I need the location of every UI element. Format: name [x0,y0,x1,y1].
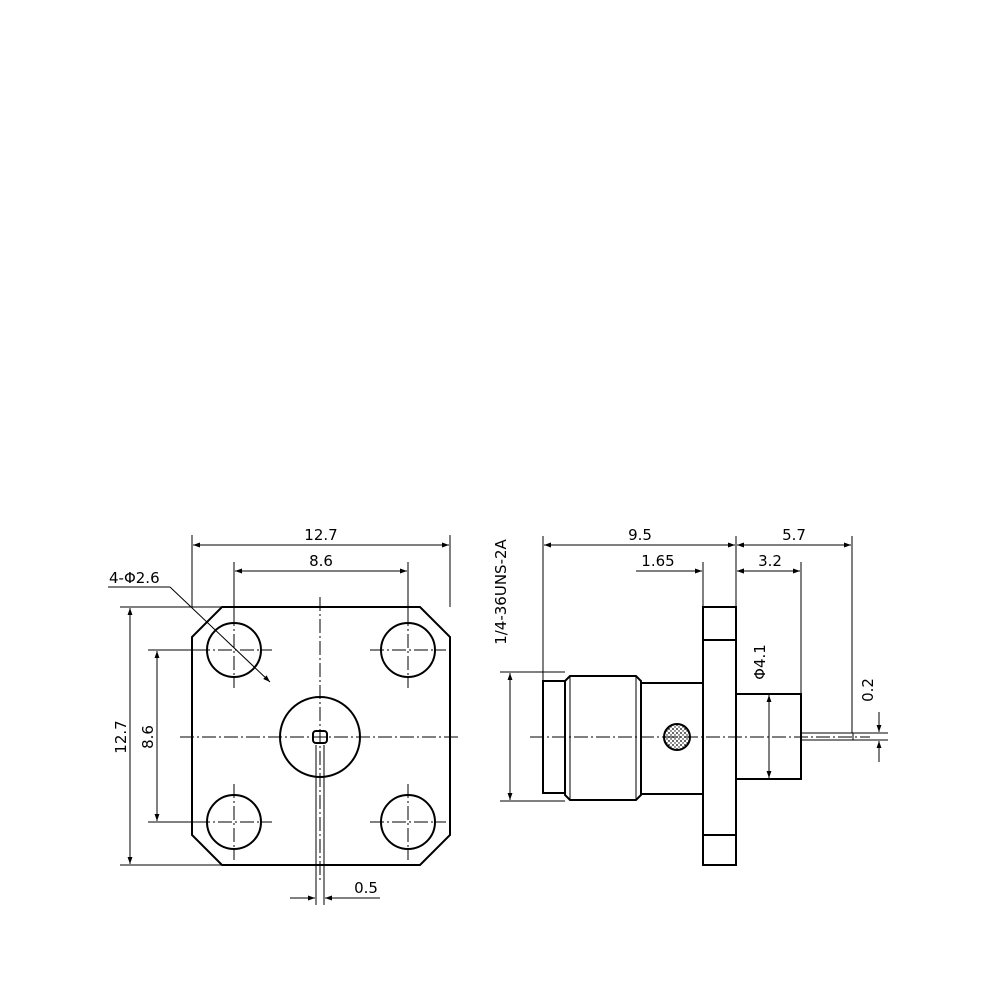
dim-length-front: 9.5 [542,526,737,681]
dim-flange-thickness: 1.65 [636,552,760,607]
flange-outline [191,606,451,866]
dim-label: 8.6 [139,725,157,749]
dim-hole-spacing-x: 8.6 [233,552,409,618]
thread-body [564,675,642,801]
dim-label: 3.2 [758,552,782,570]
dim-label: 0.5 [354,879,378,897]
dim-thread: 1/4-36UNS-2A [492,538,565,802]
dim-label: 9.5 [628,526,652,544]
dim-hole-spacing-y: 8.6 [139,649,210,823]
hole-callout: 4-Φ2.6 [108,569,271,683]
front-view: 12.7 8.6 4-Φ2.6 12.7 8.6 [108,526,460,905]
thread-spec-label: 1/4-36UNS-2A [492,538,510,644]
dim-label: 5.7 [782,526,806,544]
dim-label: 12.7 [112,720,130,753]
side-view: 1/4-36UNS-2A 9.5 1.65 5.7 3.2 [492,526,888,866]
dim-label: 8.6 [309,552,333,570]
dim-pin-diameter: 0.2 [853,678,888,762]
dim-length-rear: 5.7 [737,526,853,733]
dim-pin-width: 0.5 [290,879,380,901]
mounting-holes [206,622,436,850]
dim-label: Φ4.1 [751,644,769,680]
dim-label: 4-Φ2.6 [109,569,160,587]
dim-width-overall: 12.7 [191,526,451,607]
flange-side [702,606,737,866]
dim-height-overall: 12.7 [112,606,222,866]
dim-label: 12.7 [304,526,337,544]
dim-label: 0.2 [859,678,877,702]
dim-body-length-rear: 3.2 [737,552,802,694]
dim-label: 1.65 [641,552,674,570]
dim-body-diameter: Φ4.1 [751,644,772,778]
